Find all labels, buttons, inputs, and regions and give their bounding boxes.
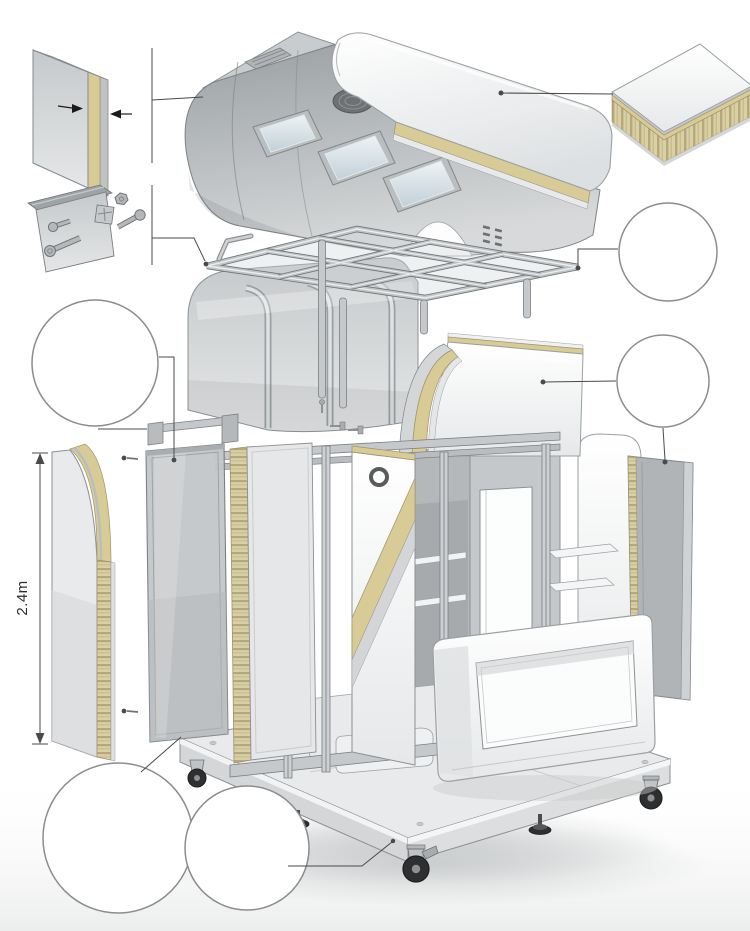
callout-honeycomb-panel-detail-right xyxy=(611,43,750,166)
callout-extrusion-bracket-detail xyxy=(616,334,710,428)
roof-shell xyxy=(331,32,613,192)
frame-handle xyxy=(216,233,254,262)
callout-fastener-detail xyxy=(27,184,146,273)
part-roof-frame xyxy=(206,225,579,435)
layer-arrow-icon xyxy=(57,104,83,113)
hex-nut-icon xyxy=(114,192,129,206)
caster-wheel xyxy=(187,759,207,788)
part-bracket-arm xyxy=(147,413,239,446)
frame-hanger-posts xyxy=(318,239,531,409)
part-sandwich-wall-panel xyxy=(229,442,317,764)
hex-bolt-icon xyxy=(47,218,71,233)
panel-screws xyxy=(121,455,139,714)
part-glass-door-panel xyxy=(145,443,229,743)
hatch-grille-icon xyxy=(244,47,292,70)
part-diagonal-corner-panel xyxy=(351,445,416,766)
dimension-2-4m: 2.4m xyxy=(14,452,48,745)
hex-bolt-icon xyxy=(44,235,82,257)
part-desk-unit xyxy=(432,614,657,801)
frame-bolts xyxy=(319,399,364,435)
part-height-reference-panel xyxy=(51,443,116,762)
callout-layered-panel-detail xyxy=(31,299,159,427)
leader-lines xyxy=(98,48,668,867)
shelf xyxy=(547,577,615,592)
layer-arrow-icon xyxy=(110,109,132,119)
caster-wheel xyxy=(639,775,663,810)
roof-skylight xyxy=(252,109,323,158)
frame-post xyxy=(321,445,331,773)
caster-wheel xyxy=(402,844,439,883)
callout-panel-edge-detail xyxy=(32,49,132,197)
frame-cross-members xyxy=(266,235,541,290)
part-roof-canopy xyxy=(184,32,613,257)
hex-bolt-icon xyxy=(116,209,146,230)
roof-skylight xyxy=(317,130,396,186)
height-dimension-label: 2.4m xyxy=(14,580,31,615)
callout-honeycomb-panel-detail-left xyxy=(42,762,194,914)
cable-port-icon xyxy=(369,467,389,487)
shelf xyxy=(547,543,619,559)
roof-skylight xyxy=(382,155,462,213)
roof-vent-holes xyxy=(482,225,503,247)
leveling-foot xyxy=(528,814,552,835)
callout-caster-detail xyxy=(184,785,310,911)
